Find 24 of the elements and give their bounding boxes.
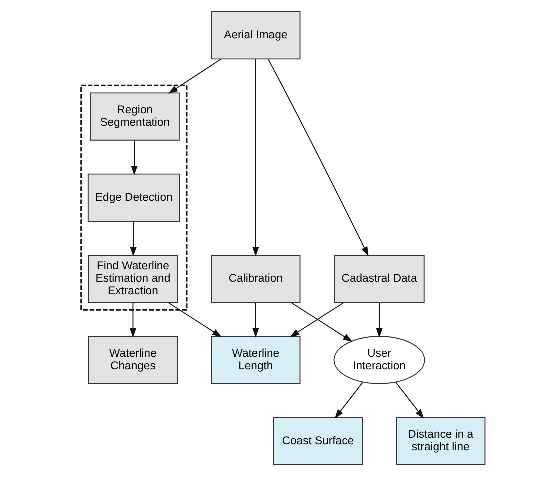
node-ellipse: User Interaction bbox=[333, 336, 425, 384]
arrow bbox=[395, 382, 424, 419]
node-box: Region Segmentation bbox=[90, 92, 180, 141]
arrow bbox=[167, 302, 222, 338]
node-box: Edge Detection bbox=[87, 174, 180, 222]
arrow bbox=[130, 140, 138, 176]
arrow bbox=[168, 58, 222, 94]
node-box: Calibration bbox=[210, 255, 300, 304]
arrow bbox=[267, 58, 368, 256]
node-box: Coast Surface bbox=[272, 417, 363, 466]
node-box: Aerial Image bbox=[210, 12, 300, 60]
arrow bbox=[290, 302, 352, 342]
arrow bbox=[252, 302, 259, 338]
arrow bbox=[252, 58, 259, 257]
node-box: Find Waterline Estimation and Extraction bbox=[88, 255, 178, 304]
node-box: Waterline Length bbox=[210, 336, 300, 384]
arrow bbox=[130, 221, 136, 257]
node-box: Waterline Changes bbox=[88, 336, 178, 384]
arrow bbox=[334, 382, 364, 419]
node-box: Cadastral Data bbox=[334, 255, 424, 304]
node-box: Distance in a straight line bbox=[396, 417, 486, 466]
arrow bbox=[376, 302, 382, 338]
arrow bbox=[290, 302, 344, 338]
arrow bbox=[129, 302, 136, 338]
